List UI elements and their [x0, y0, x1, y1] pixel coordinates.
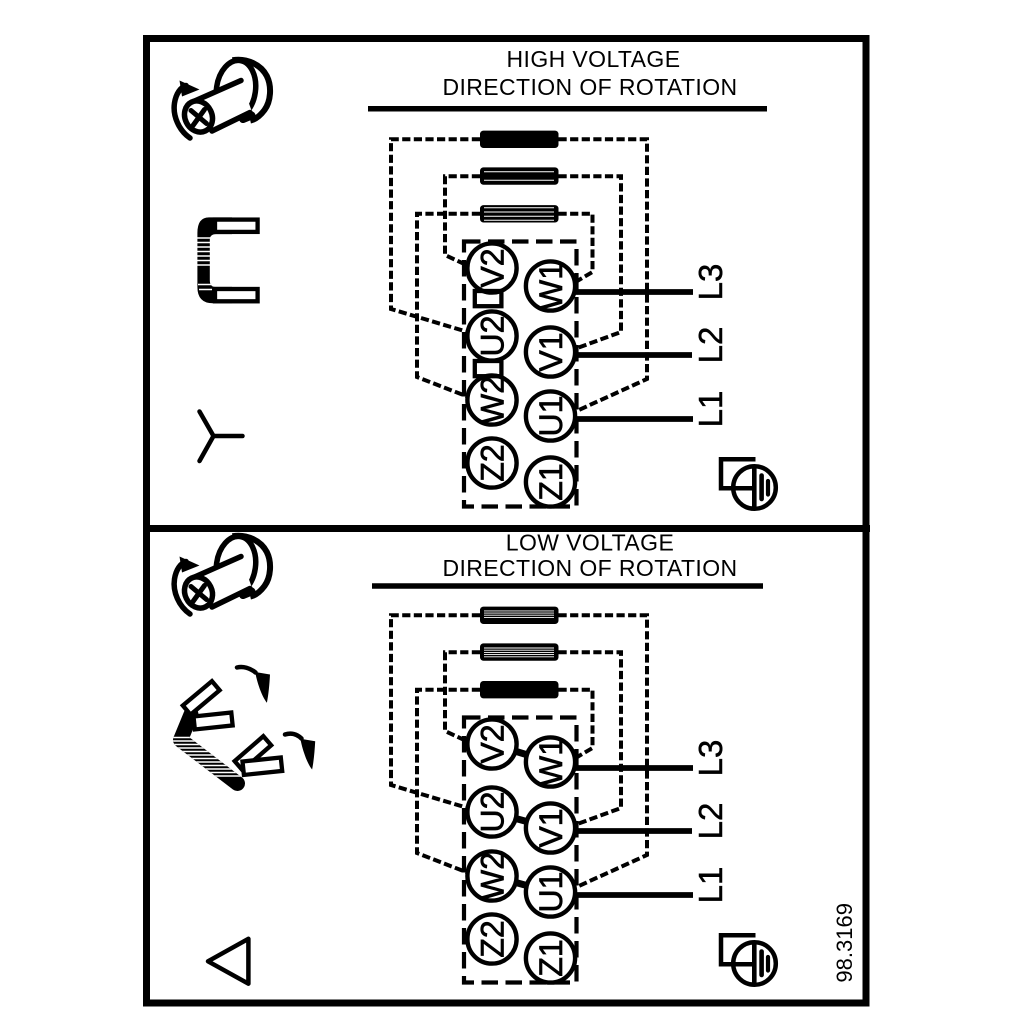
svg-text:LOW VOLTAGE: LOW VOLTAGE [506, 530, 674, 556]
svg-text:L2: L2 [692, 327, 729, 364]
svg-text:V2: V2 [475, 248, 511, 287]
svg-text:W1: W1 [533, 738, 569, 786]
svg-text:HIGH VOLTAGE: HIGH VOLTAGE [507, 46, 681, 72]
svg-text:L2: L2 [692, 803, 729, 840]
svg-text:DIRECTION OF ROTATION: DIRECTION OF ROTATION [442, 555, 737, 581]
svg-text:DIRECTION OF ROTATION: DIRECTION OF ROTATION [442, 74, 737, 100]
svg-text:U2: U2 [475, 792, 511, 833]
svg-text:V1: V1 [533, 332, 569, 371]
svg-text:Z2: Z2 [475, 444, 511, 481]
svg-text:V1: V1 [533, 808, 569, 847]
svg-text:V2: V2 [475, 724, 511, 763]
svg-text:W2: W2 [475, 852, 511, 900]
svg-text:W1: W1 [533, 262, 569, 310]
svg-text:U1: U1 [533, 396, 569, 437]
svg-text:L1: L1 [692, 391, 729, 428]
svg-text:L3: L3 [692, 264, 729, 301]
svg-text:Z1: Z1 [533, 939, 569, 976]
svg-text:U2: U2 [475, 316, 511, 357]
svg-text:U1: U1 [533, 872, 569, 913]
svg-text:L1: L1 [692, 867, 729, 904]
svg-text:Z1: Z1 [533, 463, 569, 500]
svg-text:98.3169: 98.3169 [832, 903, 857, 983]
svg-text:Z2: Z2 [475, 920, 511, 957]
svg-text:W2: W2 [475, 376, 511, 424]
svg-text:L3: L3 [692, 740, 729, 777]
